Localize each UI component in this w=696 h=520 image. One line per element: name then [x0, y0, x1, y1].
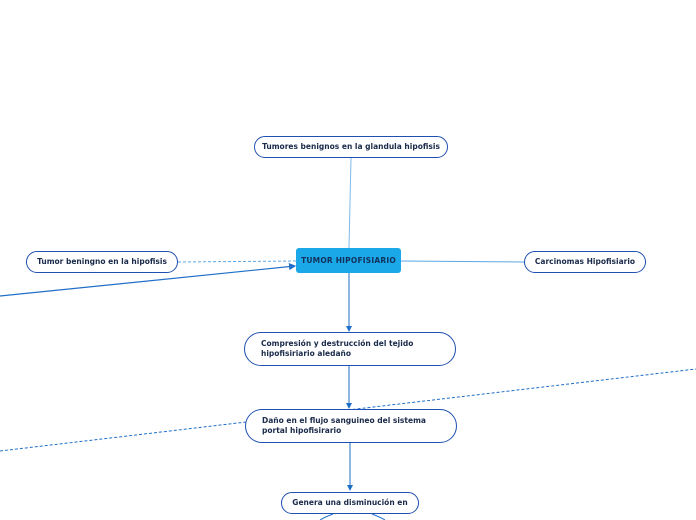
node-tumores-benignos-label: Tumores benignos en la glandula hipofisi…	[262, 141, 440, 151]
node-central-label: TUMOR HIPOFISIARIO	[301, 256, 396, 265]
connector-offscreen-arrow	[0, 263, 297, 297]
node-genera-label: Genera una disminución en	[292, 497, 408, 507]
node-tumor-beningno-label: Tumor beningno en la hipofisis	[37, 256, 167, 266]
connector-central-right	[400, 260, 525, 263]
connector-central-top	[348, 157, 352, 249]
connector-left-central-dashed	[177, 260, 297, 263]
node-genera-disminucion[interactable]: Genera una disminución en	[281, 492, 419, 514]
node-dano-flujo[interactable]: Daño en el flujo sanguineo del sistema p…	[245, 409, 457, 443]
connector-genera-stub-left	[319, 513, 334, 520]
node-dano-line2: portal hipofisirario	[262, 426, 342, 435]
connector-genera-stub-right	[371, 513, 386, 520]
node-tumor-beningno[interactable]: Tumor beningno en la hipofisis	[26, 251, 178, 273]
node-compresion[interactable]: Compresión y destrucción del tejido hipo…	[244, 332, 456, 366]
node-central-tumor-hipofisiario[interactable]: TUMOR HIPOFISIARIO	[296, 248, 401, 273]
node-compresion-line1: Compresión y destrucción del tejido	[261, 338, 414, 348]
node-compresion-line2: hipofisiriario aledaño	[261, 349, 352, 358]
node-tumores-benignos[interactable]: Tumores benignos en la glandula hipofisi…	[254, 136, 448, 158]
node-dano-line1: Daño en el flujo sanguineo del sistema	[262, 415, 426, 425]
node-carcinomas[interactable]: Carcinomas Hipofisiario	[524, 251, 646, 273]
node-carcinomas-label: Carcinomas Hipofisiario	[534, 256, 636, 266]
